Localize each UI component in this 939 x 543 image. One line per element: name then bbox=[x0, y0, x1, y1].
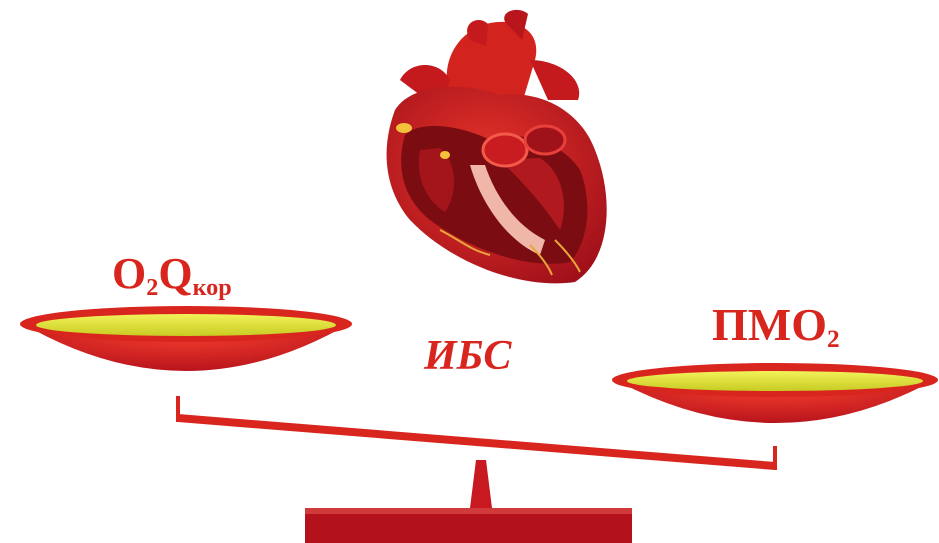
center-label-ibs: ИБС bbox=[424, 335, 511, 377]
anatomical-heart-icon bbox=[387, 10, 607, 284]
right-scale-pan bbox=[612, 363, 938, 423]
left-label-sub2: кор bbox=[193, 274, 232, 301]
scale-fulcrum bbox=[470, 460, 492, 508]
right-pan-label: ПМО2 bbox=[712, 302, 840, 348]
right-label-sub: 2 bbox=[827, 325, 840, 353]
left-label-sub1: 2 bbox=[146, 274, 158, 301]
scale-base bbox=[305, 508, 632, 543]
left-label-q: Q bbox=[158, 249, 192, 298]
right-label-main: ПМО bbox=[712, 299, 827, 350]
left-scale-pan bbox=[20, 306, 352, 371]
left-label-o: O bbox=[112, 249, 146, 298]
left-pan-label: O2Qкор bbox=[112, 252, 232, 296]
